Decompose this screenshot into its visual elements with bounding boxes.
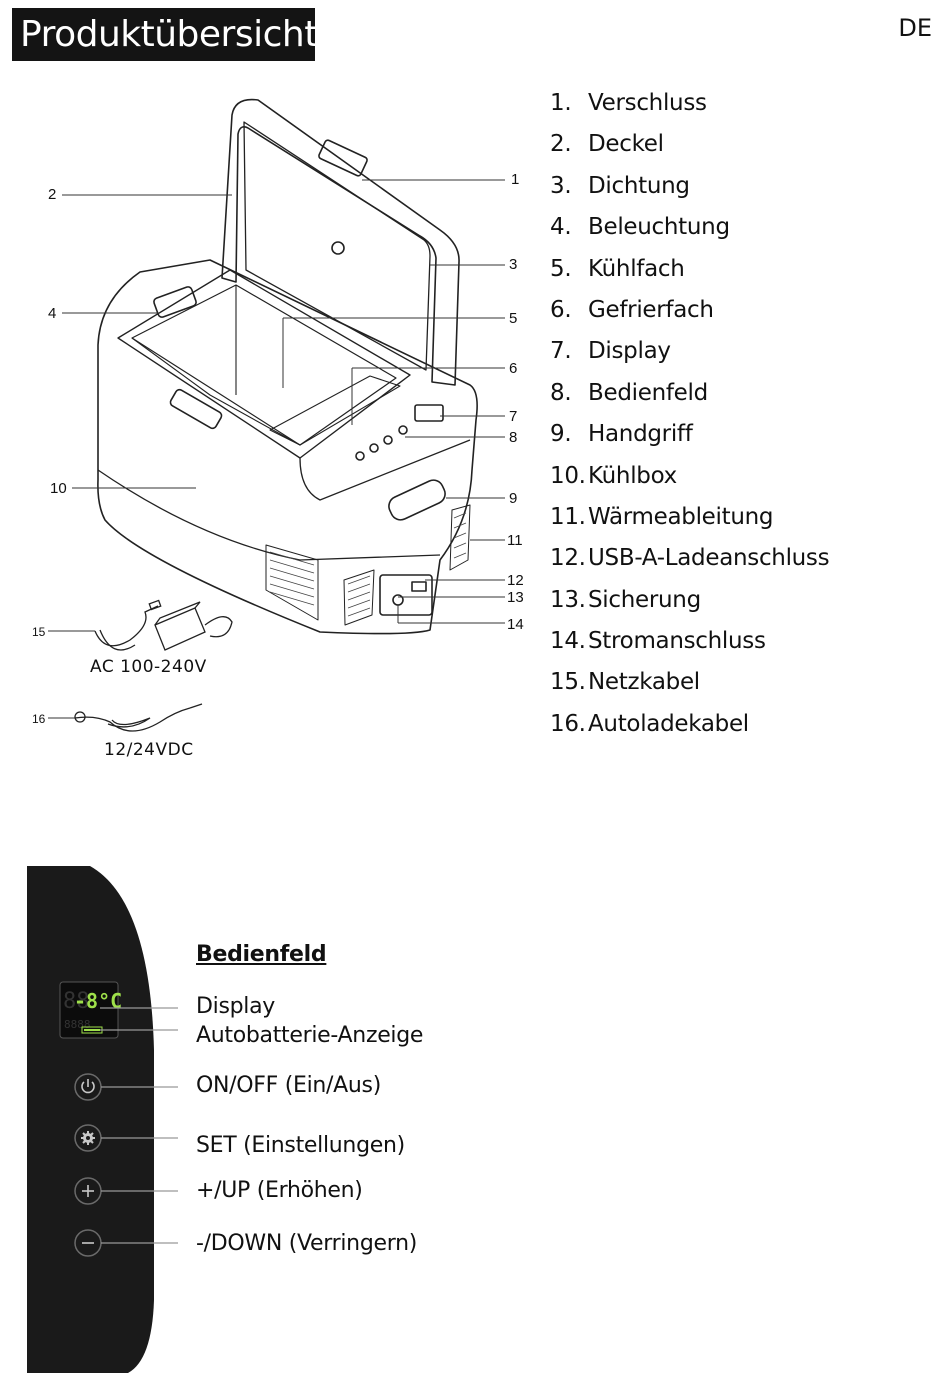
callout-1: 1 — [511, 171, 519, 188]
lid-outline — [221, 98, 460, 386]
list-item-label: Kühlbox — [588, 462, 677, 489]
list-item: 9. Handgriff — [550, 417, 829, 458]
list-item-label: Autoladekabel — [588, 710, 749, 737]
list-item-number: 6. — [550, 296, 572, 323]
list-item-label: Bedienfeld — [588, 379, 708, 406]
list-item: 13.Sicherung — [550, 583, 829, 624]
callout-16: 16 — [32, 712, 46, 726]
list-item-number: 15. — [550, 669, 586, 696]
list-item: 3. Dichtung — [550, 169, 829, 210]
list-item-number: 16. — [550, 710, 586, 737]
list-item: 12.USB-A-Ladeanschluss — [550, 541, 830, 582]
callout-2: 2 — [48, 186, 56, 203]
list-item-label: Display — [588, 338, 671, 365]
list-item-label: Gefrierfach — [588, 296, 714, 323]
list-item: 1. Verschluss — [550, 86, 829, 127]
list-item-label: Verschluss — [588, 90, 707, 116]
list-item: 7. Display — [550, 334, 829, 375]
up-button-label: +/UP (Erhöhen) — [196, 1178, 363, 1203]
gear-icon[interactable] — [81, 1131, 95, 1145]
control-panel-title: Bedienfeld — [196, 942, 327, 967]
list-item-number: 2. — [550, 131, 572, 158]
down-button-label: -/DOWN (Verringern) — [196, 1231, 418, 1256]
callout-15: 15 — [32, 625, 46, 639]
battery-indicator-label: Autobatterie-Anzeige — [196, 1023, 424, 1048]
list-item: 2. Deckel — [550, 127, 829, 168]
list-item-number: 3. — [550, 172, 572, 199]
list-item: 10.Kühlbox — [550, 459, 829, 500]
language-code: DE — [898, 14, 932, 42]
list-item-label: Wärmeableitung — [588, 503, 774, 530]
handle-shape — [388, 479, 446, 521]
control-panel-illustration: 88 -8°C 8888 — [27, 866, 178, 1373]
port-panel-shape — [379, 574, 433, 616]
list-item-label: Beleuchtung — [588, 214, 730, 241]
list-item-label: Deckel — [588, 131, 664, 158]
callout-14: 14 — [507, 616, 524, 633]
svg-text:8888: 8888 — [64, 1018, 91, 1031]
list-item: 16.Autoladekabel — [550, 707, 829, 748]
page-title: Produktübersicht — [20, 14, 318, 55]
lcd-temperature: -8°C — [74, 989, 122, 1013]
list-item-label: Handgriff — [588, 421, 693, 448]
ac-adapter-cable — [94, 599, 233, 651]
set-button-label: SET (Einstellungen) — [196, 1133, 405, 1158]
lcd-display: 88 -8°C 8888 — [59, 981, 122, 1039]
parts-list: 1. Verschluss 2. Deckel 3. Dichtung 4. Beleu… — [550, 86, 830, 748]
callout-7: 7 — [509, 408, 517, 425]
lid-light-shape — [331, 241, 345, 255]
callout-9: 9 — [509, 490, 517, 507]
list-item-number: 8. — [550, 379, 572, 406]
list-item-label: USB-A-Ladeanschluss — [588, 545, 830, 572]
callout-8: 8 — [509, 429, 517, 446]
callout-12: 12 — [507, 572, 524, 589]
list-item-label: Stromanschluss — [588, 628, 766, 655]
callout-5: 5 — [509, 310, 517, 327]
page-title-block: Produktübersicht — [12, 8, 318, 61]
usb-port-shape — [411, 581, 427, 592]
power-button-label: ON/OFF (Ein/Aus) — [196, 1073, 381, 1098]
display-label: Display — [196, 994, 275, 1019]
callout-3: 3 — [509, 256, 517, 273]
list-item-number: 12. — [550, 545, 586, 572]
list-item-label: Netzkabel — [588, 669, 700, 696]
vent-grille — [265, 504, 471, 626]
list-item-number: 5. — [550, 255, 572, 282]
list-item-number: 9. — [550, 421, 572, 448]
list-item: 5. Kühlfach — [550, 252, 829, 293]
list-item-number: 4. — [550, 214, 572, 241]
list-item: 14.Stromanschluss — [550, 624, 829, 665]
ac-adapter-label: AC 100-240V — [90, 657, 207, 677]
plus-icon[interactable] — [82, 1185, 94, 1197]
list-item-number: 11. — [550, 503, 586, 530]
list-item: 15.Netzkabel — [550, 665, 829, 706]
list-item-label: Sicherung — [588, 586, 701, 613]
callout-10: 10 — [50, 480, 67, 497]
body-outline — [97, 259, 478, 635]
list-item: 6. Gefrierfach — [550, 293, 829, 334]
list-item-number: 1. — [550, 90, 572, 116]
list-item-label: Dichtung — [588, 172, 690, 199]
callout-11: 11 — [507, 532, 523, 549]
power-icon[interactable] — [81, 1079, 95, 1094]
cooler-diagram: 1 2 3 4 5 6 7 8 9 10 11 12 13 14 15 16 — [32, 98, 524, 732]
list-item: 4. Beleuchtung — [550, 210, 829, 251]
car-cable — [74, 703, 203, 732]
list-item-number: 10. — [550, 462, 586, 489]
list-item-label: Kühlfach — [588, 255, 685, 282]
list-item-number: 13. — [550, 586, 586, 613]
car-cable-label: 12/24VDC — [104, 740, 194, 760]
callout-13: 13 — [507, 589, 524, 606]
box-display-shape — [414, 404, 444, 422]
svg-text:88: 88 — [63, 989, 90, 1014]
list-item-number: 7. — [550, 338, 572, 365]
list-item-number: 14. — [550, 628, 586, 655]
callout-4: 4 — [48, 305, 56, 322]
list-item: 11.Wärmeableitung — [550, 500, 829, 541]
callout-6: 6 — [509, 360, 517, 377]
latch-shape — [318, 139, 368, 177]
control-panel-body — [27, 866, 154, 1373]
list-item: 8. Bedienfeld — [550, 376, 829, 417]
